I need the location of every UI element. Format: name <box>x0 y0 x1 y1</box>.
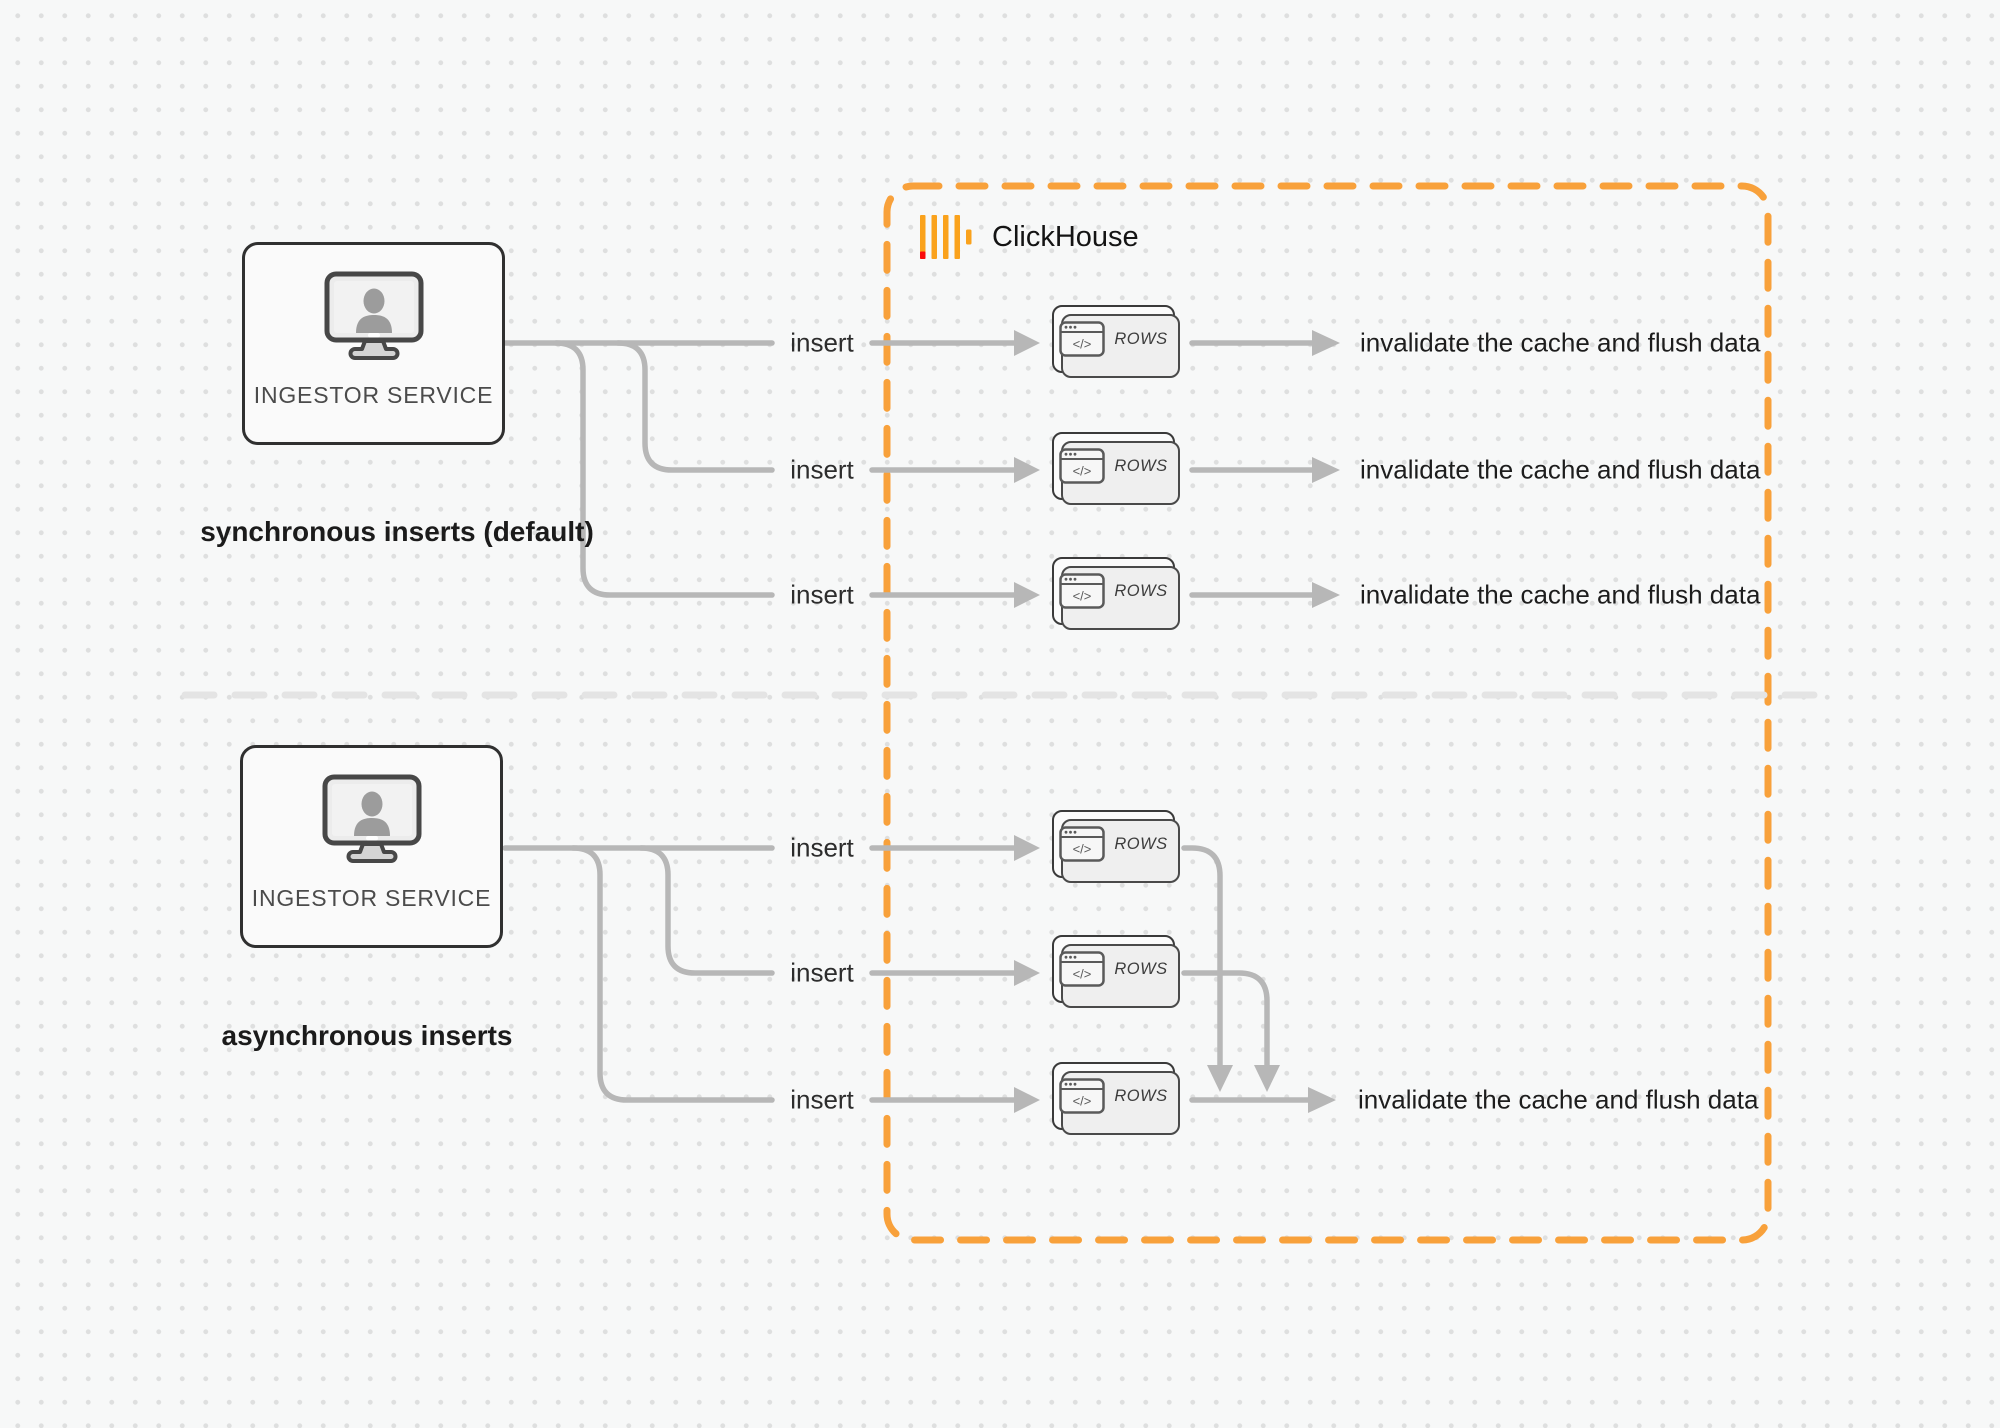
arrowhead-sync-row3 <box>1014 582 1040 608</box>
result-label: invalidate the cache and flush data <box>1358 1084 1759 1115</box>
rows-label: ROWS <box>1114 1086 1168 1105</box>
async-line-row3-left <box>570 845 775 1103</box>
code-window-icon: </> <box>1059 321 1106 357</box>
rows-label: ROWS <box>1114 456 1168 475</box>
rows-label: ROWS <box>1114 329 1168 348</box>
arrowheads <box>1014 330 1340 1113</box>
svg-text:</>: </> <box>1073 337 1092 352</box>
code-window-icon: </> <box>1059 573 1106 609</box>
svg-text:</>: </> <box>1073 464 1092 479</box>
rows-buffer-async-2: </> ROWS <box>1052 935 1180 1008</box>
async-caption: asynchronous inserts <box>221 1020 513 1051</box>
svg-text:</>: </> <box>1073 1094 1092 1109</box>
insert-label: insert <box>790 832 854 863</box>
insert-label: insert <box>790 454 854 485</box>
code-window-icon: </> <box>1059 1078 1106 1114</box>
connector-paths <box>502 340 1317 1103</box>
code-window-icon: </> <box>1059 951 1106 987</box>
clickhouse-dashed-frame <box>883 182 1772 1244</box>
async-buffer2-down <box>1181 970 1270 1069</box>
code-window-icon: </> <box>1059 826 1106 862</box>
arrowhead-sync-result2 <box>1312 457 1340 483</box>
rows-buffer-sync-1: </> ROWS <box>1052 305 1180 378</box>
sync-line-row2-left <box>615 340 775 473</box>
code-window-icon: </> <box>1059 448 1106 484</box>
rows-buffer-sync-3: </> ROWS <box>1052 557 1180 630</box>
rows-label: ROWS <box>1114 959 1168 978</box>
insert-label: insert <box>790 327 854 358</box>
ingestor-service-label: INGESTOR SERVICE <box>253 382 494 408</box>
clickhouse-header: ClickHouse <box>918 212 1139 262</box>
svg-text:</>: </> <box>1073 967 1092 982</box>
result-label: invalidate the cache and flush data <box>1360 327 1761 358</box>
clickhouse-logo-icon <box>920 215 972 259</box>
arrowhead-async-down1 <box>1207 1065 1233 1092</box>
arrowhead-async-row3 <box>1014 1087 1040 1113</box>
svg-text:</>: </> <box>1073 589 1092 604</box>
rows-buffer-async-1: </> ROWS <box>1052 810 1180 883</box>
ingestor-service-async: INGESTOR SERVICE <box>240 745 503 948</box>
insert-label: insert <box>790 957 854 988</box>
arrowhead-sync-row1 <box>1014 330 1040 356</box>
arrowhead-async-row1 <box>1014 835 1040 861</box>
arrowhead-async-result <box>1308 1087 1336 1113</box>
clickhouse-title: ClickHouse <box>992 220 1139 253</box>
insert-label: insert <box>790 579 854 610</box>
monitor-user-icon <box>324 271 424 368</box>
sync-caption: synchronous inserts (default) <box>200 516 594 547</box>
rows-buffer-async-3: </> ROWS <box>1052 1062 1180 1135</box>
sync-line-row3-left <box>553 340 775 598</box>
rows-label: ROWS <box>1114 581 1168 600</box>
arrowhead-async-row2 <box>1014 960 1040 986</box>
insert-label: insert <box>790 1084 854 1115</box>
result-label: invalidate the cache and flush data <box>1360 579 1761 610</box>
async-buffer1-down <box>1181 845 1223 1069</box>
result-label: invalidate the cache and flush data <box>1360 454 1761 485</box>
ingestor-service-sync: INGESTOR SERVICE <box>242 242 505 445</box>
svg-text:</>: </> <box>1073 842 1092 857</box>
ingestor-service-label: INGESTOR SERVICE <box>251 885 492 911</box>
rows-label: ROWS <box>1114 834 1168 853</box>
arrowhead-async-down2 <box>1254 1065 1280 1092</box>
arrowhead-sync-result3 <box>1312 582 1340 608</box>
monitor-user-icon <box>322 774 422 871</box>
async-line-row2-left <box>638 845 775 976</box>
rows-buffer-sync-2: </> ROWS <box>1052 432 1180 505</box>
arrowhead-sync-result1 <box>1312 330 1340 356</box>
arrowhead-sync-row2 <box>1014 457 1040 483</box>
